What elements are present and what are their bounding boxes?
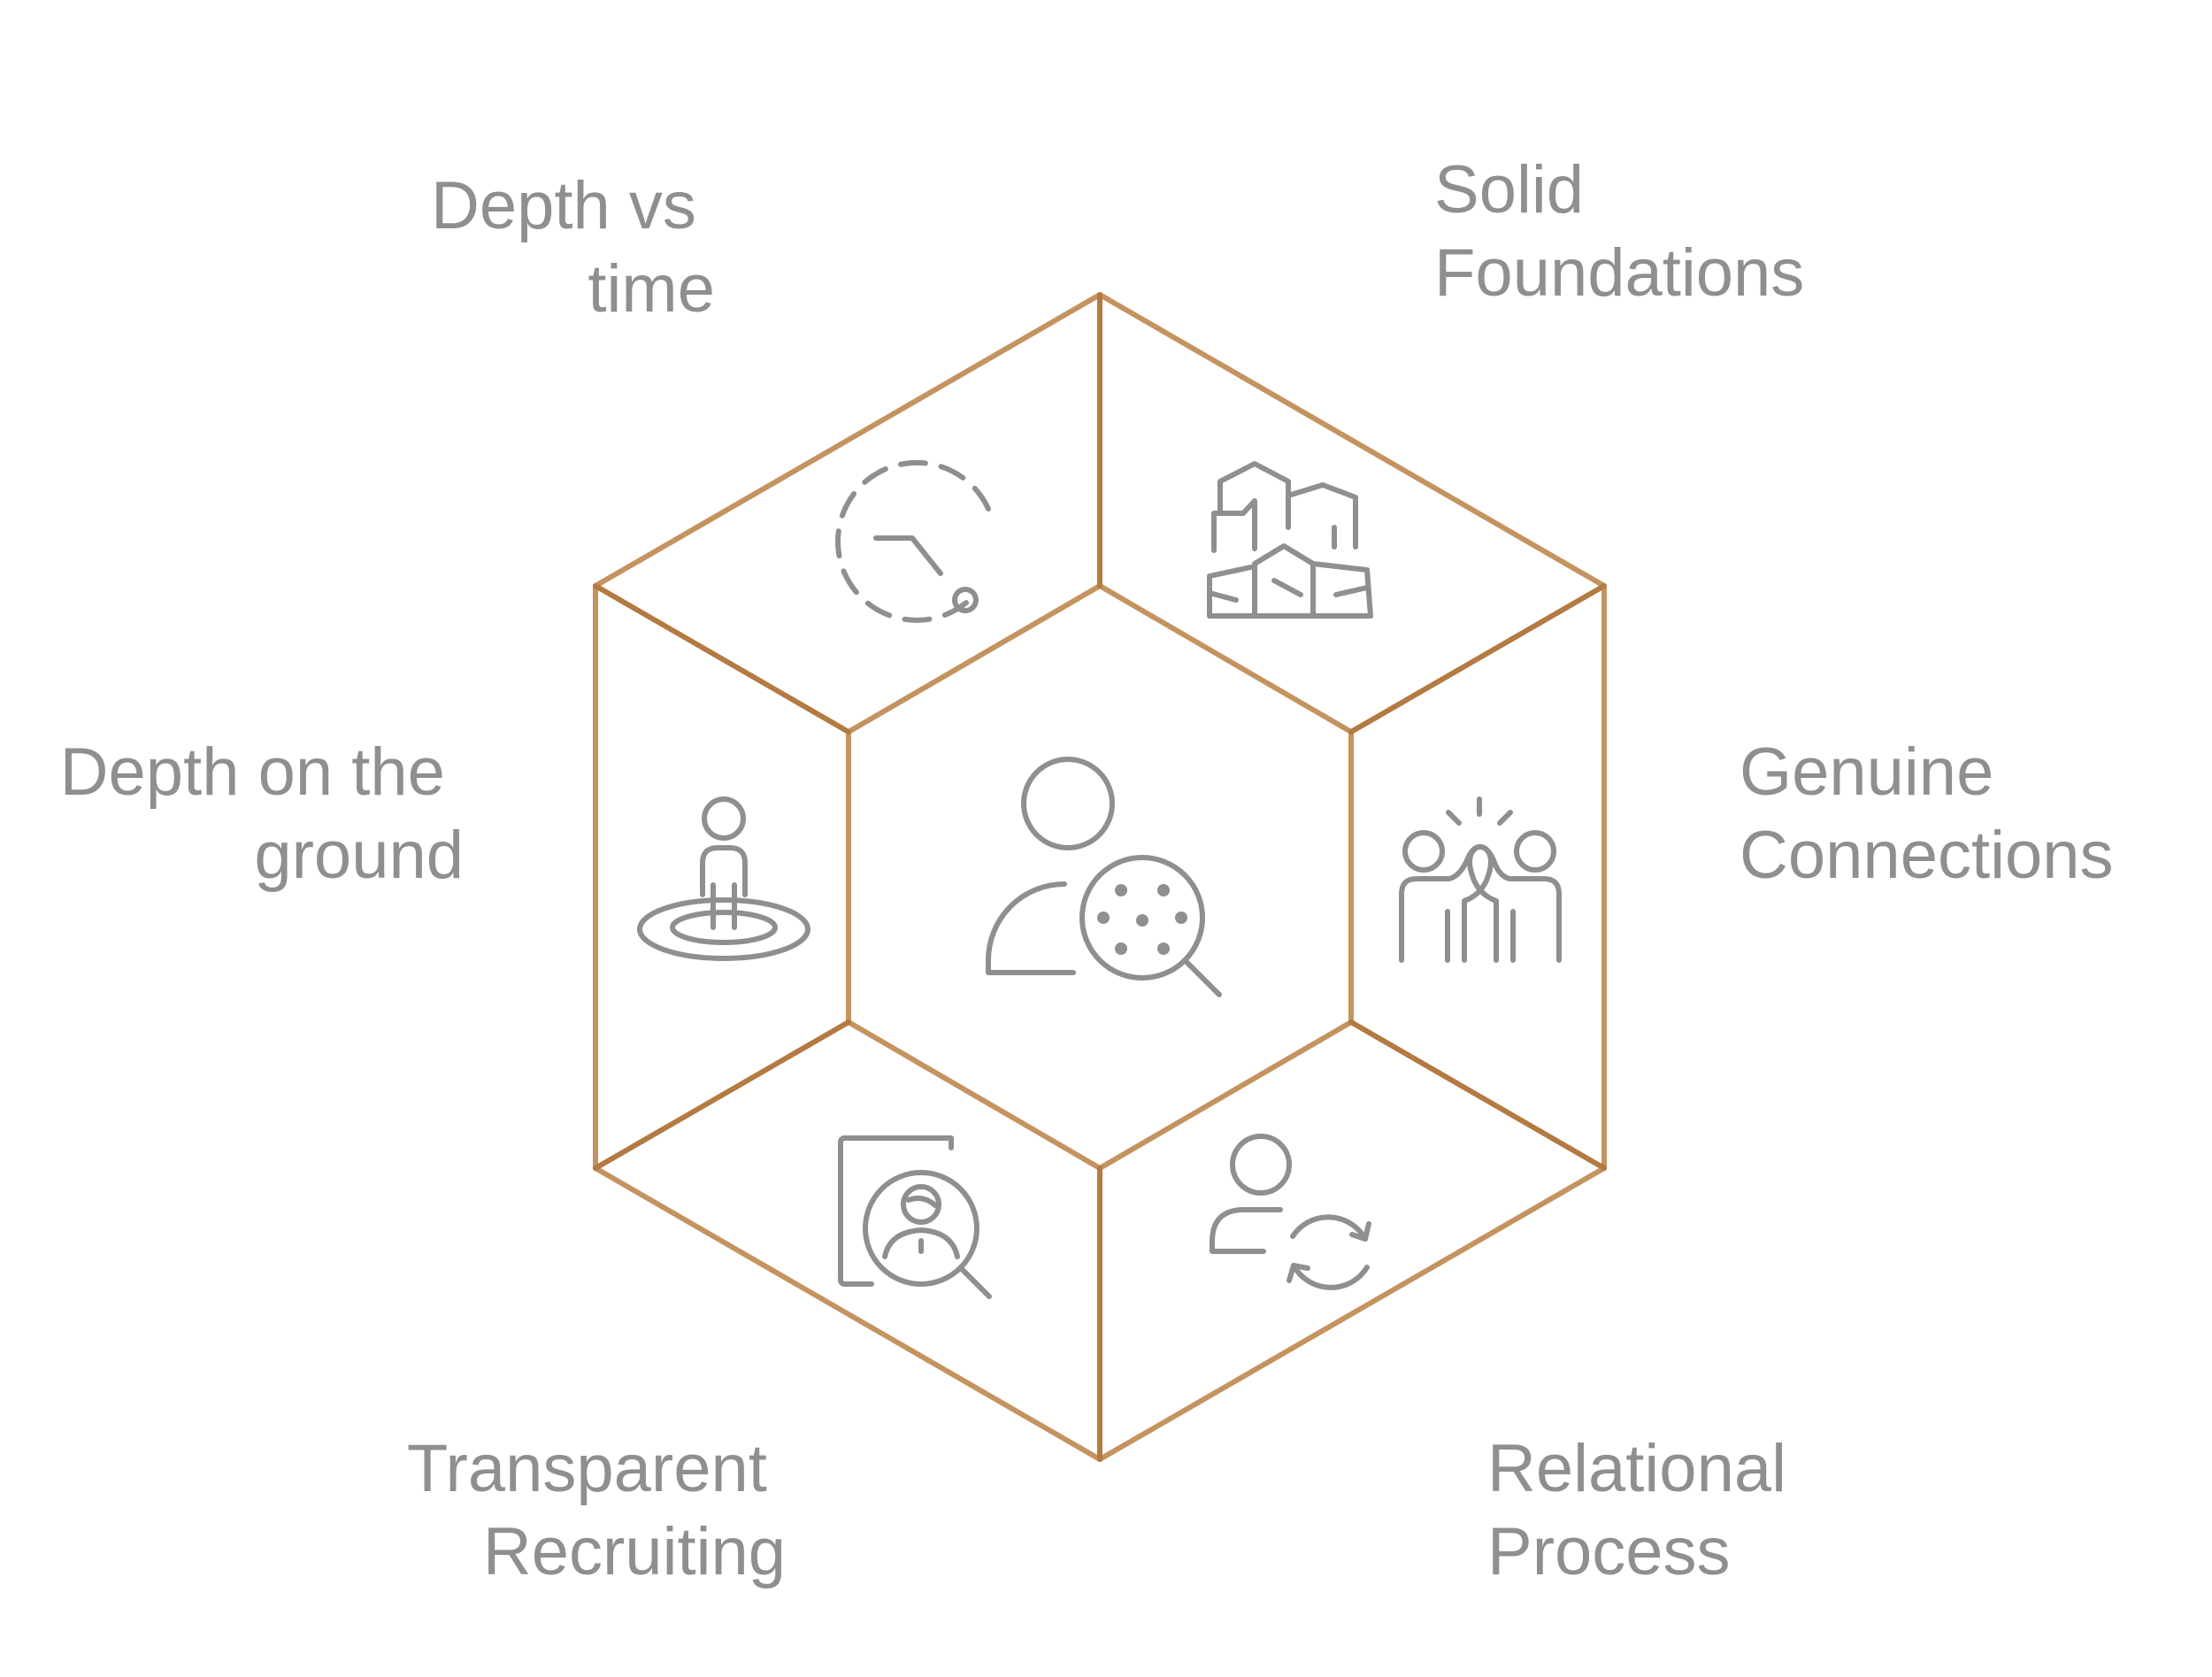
high-five-icon <box>1399 796 1562 963</box>
dashed-clock-icon <box>834 459 991 623</box>
person-on-target-icon <box>637 796 810 961</box>
segment-label-depth-vs-time: Depth vs time <box>431 168 715 327</box>
segment-label-relational-process: Relational Process <box>1487 1431 1805 1589</box>
spoke <box>1348 583 1607 735</box>
label-line: time <box>588 251 715 327</box>
outer-edge <box>1097 292 1607 588</box>
segment-label-transparent-recruiting: Transparent Recruiting <box>407 1431 786 1589</box>
spoke <box>593 1019 851 1171</box>
segment-label-genuine-connections: Genuine Connections <box>1740 735 2114 893</box>
inner-hexagon <box>846 583 1354 1171</box>
label-line: ground <box>254 818 464 893</box>
user-refresh-icon <box>1210 1134 1371 1290</box>
buildings-icon <box>1207 461 1373 619</box>
label-line: Foundations <box>1434 235 1804 311</box>
user-search-icon <box>986 757 1222 997</box>
spoke <box>1348 1019 1607 1171</box>
label-line: Process <box>1487 1514 1731 1589</box>
inner-edge <box>1097 583 1354 735</box>
label-line: Genuine <box>1740 735 1993 810</box>
profile-search-icon <box>838 1135 992 1299</box>
hexagon-spokes <box>593 292 1607 1462</box>
label-line: Depth vs <box>431 168 696 243</box>
outer-edge <box>593 1165 1102 1462</box>
label-line: Recruiting <box>483 1514 786 1589</box>
inner-edge <box>846 583 1102 735</box>
label-line: Relational <box>1487 1431 1786 1506</box>
outer-edge <box>1097 1165 1607 1462</box>
label-line: Depth on the <box>60 735 445 810</box>
inner-edge <box>1097 1019 1354 1171</box>
label-line: Connections <box>1740 818 2114 893</box>
label-line: Solid <box>1434 152 1584 227</box>
label-line: Transparent <box>407 1431 767 1506</box>
outer-hexagon <box>593 292 1607 1462</box>
segment-label-depth-on-the-ground: Depth on the ground <box>60 735 464 893</box>
spoke <box>593 583 851 735</box>
inner-edge <box>846 1019 1102 1171</box>
outer-edge <box>593 292 1102 588</box>
segment-label-solid-foundations: Solid Foundations <box>1434 152 1804 311</box>
